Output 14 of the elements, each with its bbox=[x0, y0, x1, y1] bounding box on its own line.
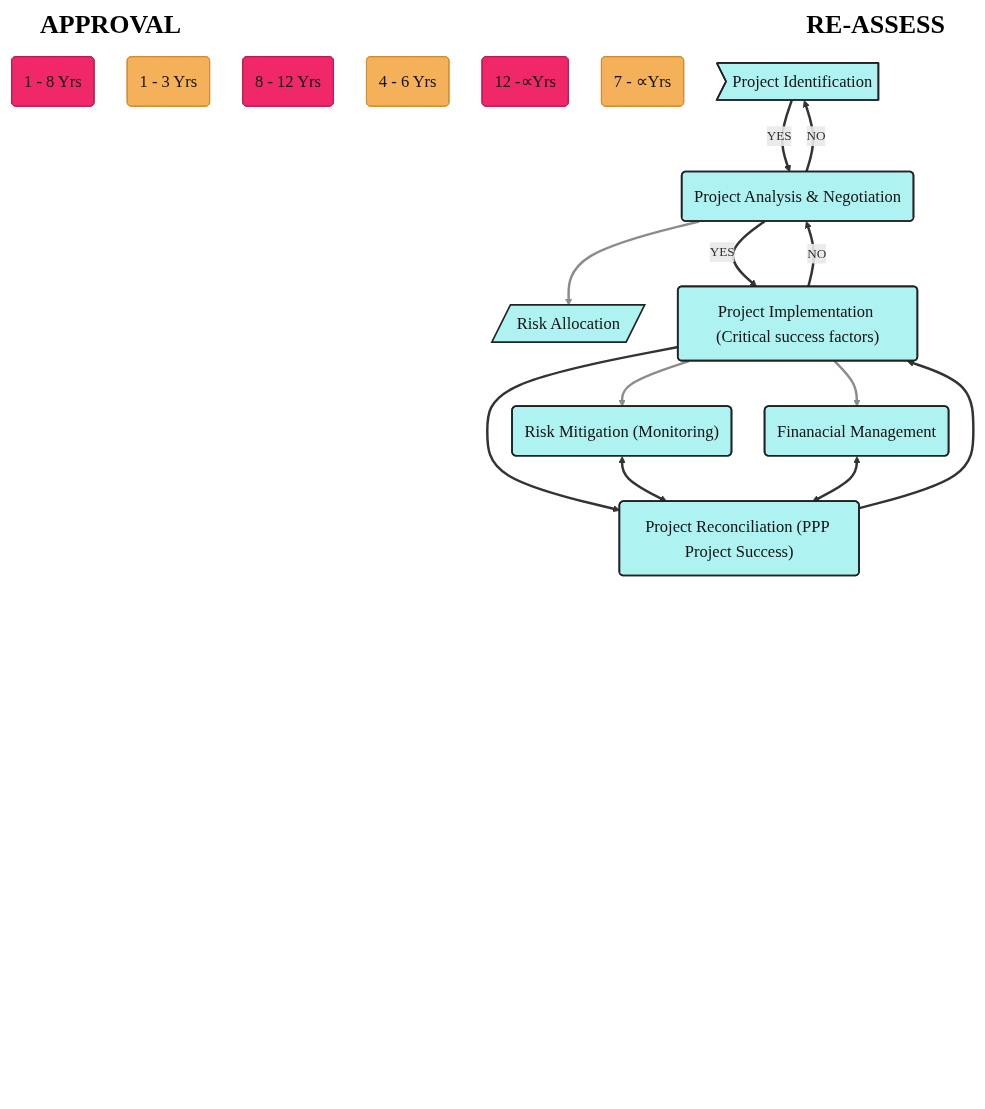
arrow bbox=[833, 360, 861, 407]
edge-label: YES bbox=[709, 244, 735, 259]
phase-label: RE-ASSESS bbox=[806, 10, 945, 41]
arrow bbox=[731, 220, 766, 288]
arrow bbox=[802, 100, 815, 173]
edge-label: NO bbox=[806, 128, 826, 143]
arrow bbox=[618, 359, 690, 407]
arrow bbox=[804, 221, 816, 288]
edge-label: NO bbox=[807, 246, 827, 261]
arrow bbox=[618, 456, 668, 502]
arrow bbox=[812, 456, 861, 502]
edge-label: YES bbox=[766, 128, 792, 143]
phase-label: APPROVAL bbox=[40, 10, 182, 41]
arrow bbox=[859, 359, 975, 510]
